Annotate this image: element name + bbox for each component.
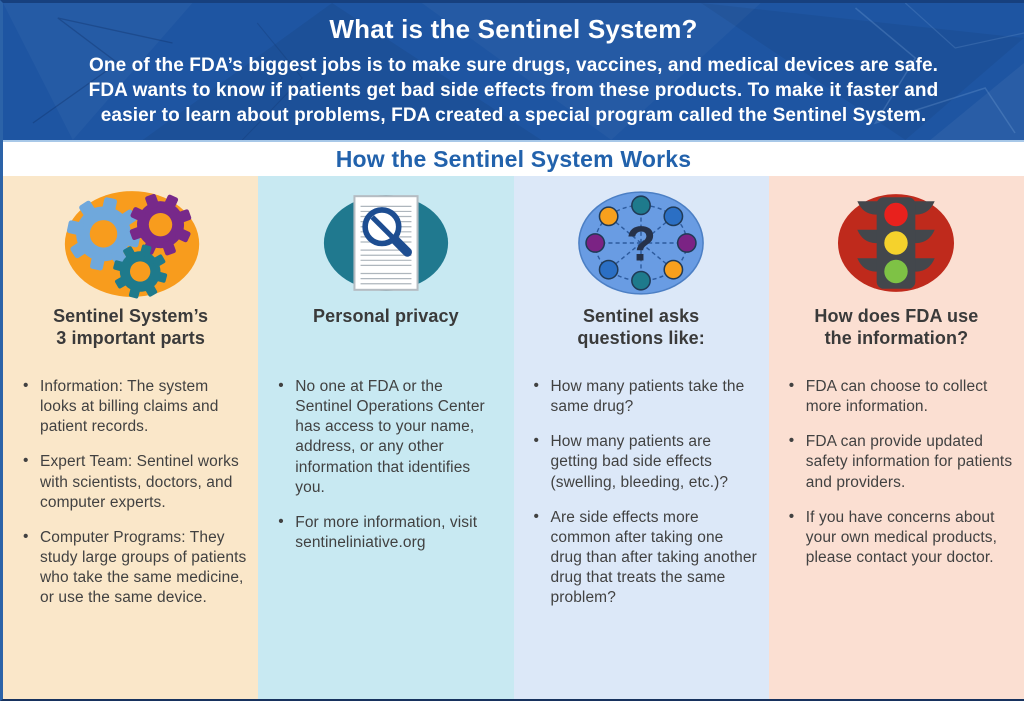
bullet-item: If you have concerns about your own medi… — [789, 507, 1014, 568]
traffic-light-icon — [769, 176, 1024, 300]
bullet-list: No one at FDA or the Sentinel Operations… — [258, 376, 513, 568]
bullet-item: Are side effects more common after takin… — [533, 507, 759, 609]
column-sentinel-asks: ? Sentinel asks questions like: How many… — [513, 176, 769, 699]
section-heading: How the Sentinel System Works — [335, 145, 692, 172]
bullet-item: FDA can provide updated safety informati… — [789, 431, 1014, 492]
bullet-item: How many patients are getting bad side e… — [533, 431, 759, 492]
banner-polygon-pattern — [32, 3, 1024, 140]
bullet-item: Expert Team: Sentinel works with scienti… — [23, 451, 248, 512]
question-mark-glyph: ? — [626, 217, 656, 271]
column-fda-use: How does FDA use the information? FDA ca… — [768, 176, 1024, 699]
column-heading: How does FDA use the information? — [814, 306, 979, 348]
column-heading: Sentinel System’s 3 important parts — [53, 306, 209, 348]
banner: What is the Sentinel System? One of the … — [3, 3, 1024, 142]
bullet-item: Computer Programs: They study large grou… — [23, 527, 248, 609]
bullet-item: No one at FDA or the Sentinel Operations… — [278, 376, 503, 498]
bullet-item: How many patients take the same drug? — [533, 376, 759, 417]
bullet-list: Information: The system looks at billing… — [3, 376, 258, 623]
columns-container: Sentinel System’s 3 important parts Info… — [3, 176, 1024, 699]
column-personal-privacy: Personal privacy No one at FDA or the Se… — [258, 176, 514, 699]
bullet-list: How many patients take the same drug? Ho… — [514, 376, 769, 623]
column-heading: Sentinel asks questions like: — [577, 306, 705, 348]
banner-title: What is the Sentinel System? — [329, 14, 698, 44]
bullet-item: Information: The system looks at billing… — [23, 376, 248, 437]
document-no-access-icon — [258, 176, 513, 300]
column-heading: Personal privacy — [313, 306, 459, 326]
bullet-list: FDA can choose to collect more informati… — [769, 376, 1024, 583]
bullet-item: FDA can choose to collect more informati… — [789, 376, 1014, 417]
gears-icon — [3, 176, 258, 300]
column-important-parts: Sentinel System’s 3 important parts Info… — [3, 176, 259, 699]
network-question-icon: ? — [514, 176, 769, 300]
bullet-item: For more information, visit sentinelinia… — [278, 512, 503, 553]
banner-paragraph: One of the FDA’s biggest jobs is to make… — [88, 55, 939, 127]
